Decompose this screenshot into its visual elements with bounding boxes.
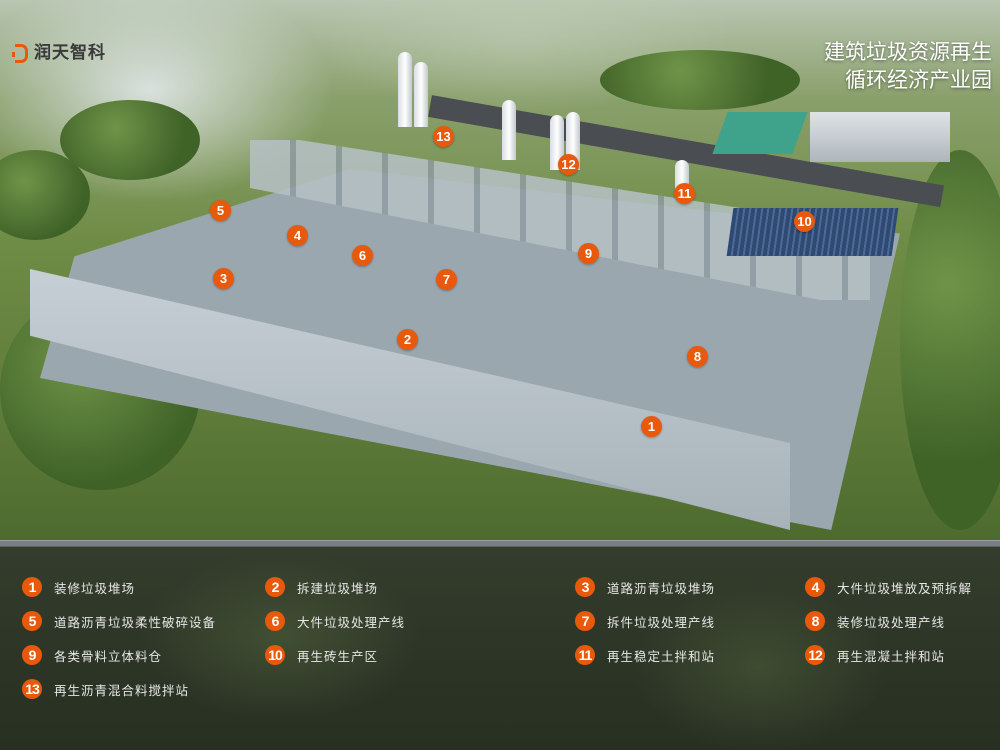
map-marker-6[interactable]: 6 [352,245,373,266]
legend-label: 各类骨料立体料仓 [54,648,163,664]
legend-item: 13 再生沥青混合料搅拌站 [22,679,265,699]
legend-number-badge: 8 [805,611,825,631]
legend-number-badge: 13 [22,679,42,699]
legend-item: 6 大件垃圾处理产线 [265,611,575,631]
map-marker-2[interactable]: 2 [397,329,418,350]
legend-item: 1 装修垃圾堆场 [22,577,265,597]
legend-label: 大件垃圾堆放及预拆解 [837,580,973,596]
logo-d-icon [12,44,28,63]
map-marker-5[interactable]: 5 [210,200,231,221]
legend-item: 11 再生稳定土拌和站 [575,645,805,665]
legend-item: 4 大件垃圾堆放及预拆解 [805,577,1000,597]
legend-label: 再生砖生产区 [297,648,379,664]
legend-number-badge: 9 [22,645,42,665]
legend-label: 大件垃圾处理产线 [297,614,406,630]
tree-cluster [900,150,1000,530]
legend-item: 3 道路沥青垃圾堆场 [575,577,805,597]
legend-item: 12 再生混凝土拌和站 [805,645,1000,665]
map-marker-1[interactable]: 1 [641,416,662,437]
basketball-court [712,112,808,154]
legend-number-badge: 5 [22,611,42,631]
map-marker-8[interactable]: 8 [687,346,708,367]
title-line-1: 建筑垃圾资源再生 [824,40,992,64]
legend-label: 道路沥青垃圾堆场 [607,580,716,596]
legend-number-badge: 10 [265,645,285,665]
silo [414,62,428,127]
page-title: 建筑垃圾资源再生 循环经济产业园 [824,38,992,94]
legend-item: 5 道路沥青垃圾柔性破碎设备 [22,611,265,631]
section-divider [0,540,1000,547]
legend-item: 8 装修垃圾处理产线 [805,611,1000,631]
legend-label: 再生混凝土拌和站 [837,648,946,664]
legend-number-badge: 7 [575,611,595,631]
legend-item: 2 拆建垃圾堆场 [265,577,575,597]
legend-label: 拆件垃圾处理产线 [607,614,716,630]
map-marker-3[interactable]: 3 [213,268,234,289]
map-marker-11[interactable]: 11 [674,183,695,204]
aerial-rendering: 1 2 3 4 5 6 7 8 9 10 11 12 13 [0,0,1000,540]
map-marker-7[interactable]: 7 [436,269,457,290]
legend-number-badge: 3 [575,577,595,597]
title-line-2: 循环经济产业园 [845,68,992,92]
legend-label: 装修垃圾处理产线 [837,614,946,630]
silo [502,100,516,160]
map-marker-12[interactable]: 12 [558,154,579,175]
tree-cluster [600,50,800,110]
map-marker-4[interactable]: 4 [287,225,308,246]
map-marker-13[interactable]: 13 [433,126,454,147]
legend-number-badge: 4 [805,577,825,597]
legend-number-badge: 11 [575,645,595,665]
legend-number-badge: 2 [265,577,285,597]
tree-cluster [60,100,200,180]
map-marker-9[interactable]: 9 [578,243,599,264]
legend-label: 装修垃圾堆场 [54,580,136,596]
legend-label: 再生稳定土拌和站 [607,648,716,664]
brand-logo: 润天智科 [12,38,106,63]
silo [398,52,412,127]
legend-item: 7 拆件垃圾处理产线 [575,611,805,631]
legend-item: 10 再生砖生产区 [265,645,575,665]
legend-label: 拆建垃圾堆场 [297,580,379,596]
legend-item: 9 各类骨料立体料仓 [22,645,265,665]
legend-label: 再生沥青混合料搅拌站 [54,682,190,698]
office-building [810,112,950,162]
legend-number-badge: 6 [265,611,285,631]
legend-label: 道路沥青垃圾柔性破碎设备 [54,614,217,630]
map-marker-10[interactable]: 10 [794,211,815,232]
legend-number-badge: 1 [22,577,42,597]
logo-text: 润天智科 [34,43,106,63]
legend-number-badge: 12 [805,645,825,665]
